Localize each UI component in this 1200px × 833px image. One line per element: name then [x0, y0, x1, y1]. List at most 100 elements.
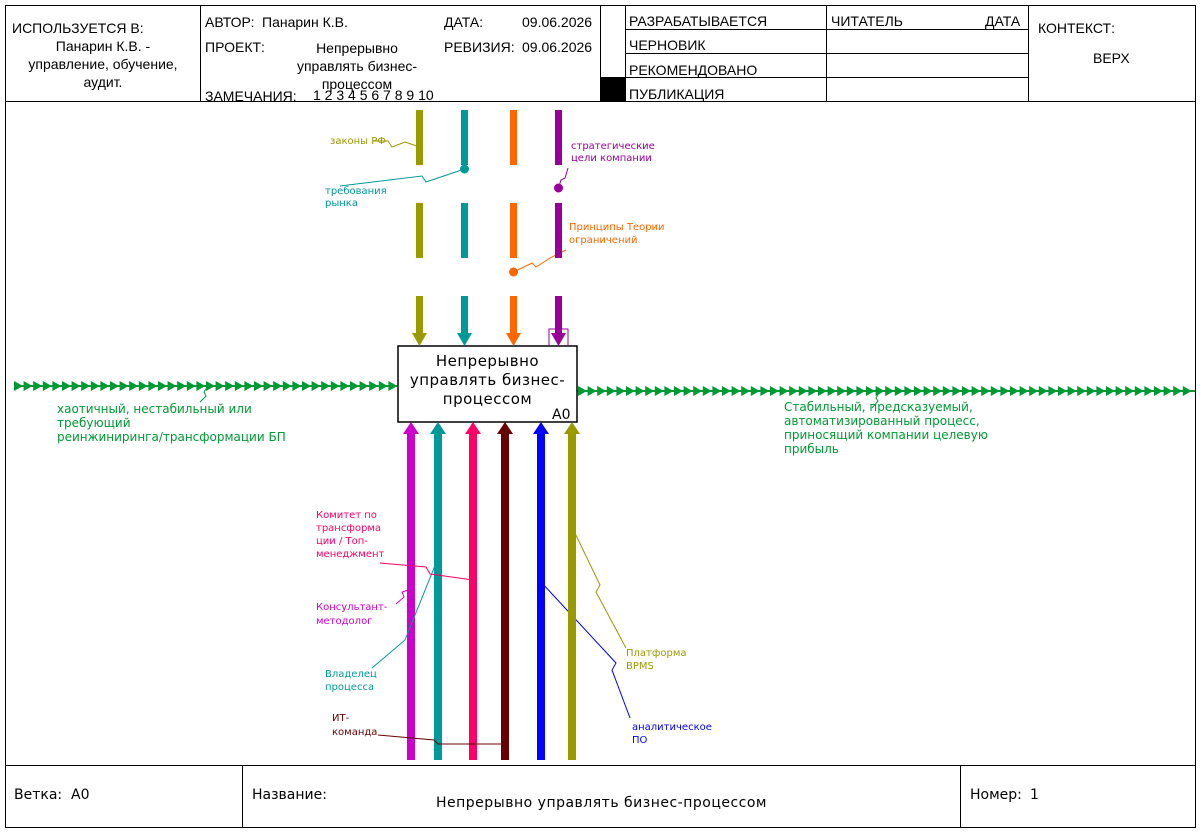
flow-chevron [273, 381, 283, 391]
flow-chevron [827, 386, 837, 396]
flow-chevron [225, 381, 235, 391]
flow-chevron [42, 381, 52, 391]
context-label: КОНТЕКСТ: [1038, 20, 1115, 36]
control-label-toc: ограничений [569, 235, 637, 246]
mechanism-arrow-bpms [564, 422, 627, 760]
flow-chevron [1154, 386, 1163, 396]
flow-chevron [971, 386, 981, 396]
flow-chevron [952, 386, 962, 396]
flow-chevron [731, 386, 741, 396]
flow-chevron [1067, 386, 1077, 396]
mechanism-arrow-owner [371, 422, 446, 760]
used-in-line: аудит. [83, 74, 123, 90]
context-value: ВЕРХ [1093, 50, 1130, 66]
activity-title-line: процессом [443, 390, 532, 408]
output-label: приносящий компании целевую [784, 428, 988, 442]
flow-chevron [244, 381, 254, 391]
flow-chevron [856, 386, 866, 396]
mech-label-committee: ции / Топ- [316, 536, 368, 547]
footer-number-value: 1 [1030, 787, 1039, 803]
activity-box[interactable] [397, 345, 578, 423]
flow-chevron [138, 381, 148, 391]
notes-numbers: 1 2 3 4 5 6 7 8 9 10 [313, 87, 434, 103]
publication-mark [600, 77, 625, 101]
flow-chevron [1038, 386, 1048, 396]
flow-chevron [962, 386, 971, 396]
footer-title-value: Непрерывно управлять бизнес-процессом [436, 795, 767, 811]
flow-chevron [1000, 386, 1010, 396]
status-draft: ЧЕРНОВИК [629, 37, 706, 53]
mechanism-arrow-analytics [533, 422, 631, 760]
flow-chevron [282, 381, 292, 391]
flow-chevron [263, 381, 273, 391]
flow-chevron [770, 386, 779, 396]
flow-chevron [837, 386, 847, 396]
flow-chevron [645, 386, 655, 396]
flow-chevron [129, 381, 139, 391]
flow-chevron [683, 386, 693, 396]
flow-chevron [942, 386, 952, 396]
output-label: автоматизированный процесс, [784, 414, 980, 428]
flow-chevron [981, 386, 991, 396]
flow-chevron [635, 386, 645, 396]
project-label: ПРОЕКТ: [205, 39, 265, 55]
output-label: Стабильный, предсказуемый, [784, 400, 973, 414]
flow-chevron [722, 386, 731, 396]
input-label: реинжиниринга/трансформации БП [57, 430, 286, 444]
flow-chevron [616, 386, 626, 396]
flow-chevron [52, 381, 62, 391]
flow-chevron [158, 381, 167, 391]
input-label: требующий [57, 416, 131, 430]
date-label: ДАТА: [444, 14, 484, 30]
flow-chevron [693, 386, 703, 396]
flow-chevron [62, 381, 71, 391]
output-arrow [577, 386, 1195, 396]
flow-chevron [933, 386, 943, 396]
control-arrow-strategy [548, 110, 569, 346]
flow-chevron [789, 386, 799, 396]
flow-chevron [378, 381, 388, 391]
flow-chevron [712, 386, 722, 396]
control-label-toc: Принципы Теории [569, 222, 665, 233]
flow-chevron [81, 381, 91, 391]
flow-chevron [330, 381, 340, 391]
flow-chevron [654, 386, 664, 396]
flow-chevron [866, 386, 875, 396]
footer-node-value: A0 [71, 787, 90, 803]
flow-chevron [23, 381, 33, 391]
activity-title-line: Непрерывно [436, 352, 539, 370]
flow-chevron [606, 386, 616, 396]
mech-label-it: ИТ- [332, 713, 350, 724]
flow-chevron [292, 381, 302, 391]
control-arrow-market [339, 110, 472, 346]
flow-chevron [894, 386, 904, 396]
flow-chevron [359, 381, 369, 391]
flow-chevron [71, 381, 81, 391]
flow-chevron [702, 386, 712, 396]
flow-chevron [1163, 386, 1173, 396]
flow-chevron [779, 386, 789, 396]
flow-chevron [167, 381, 177, 391]
mech-label-consultant: методолог [316, 616, 372, 627]
reader-date-label: ДАТА [985, 13, 1021, 29]
flow-chevron [321, 381, 331, 391]
control-arrow-laws [373, 110, 427, 346]
mech-label-consultant: Консультант- [316, 602, 388, 613]
flow-chevron [578, 386, 587, 396]
input-label-leader [199, 385, 209, 403]
notes-label: ЗАМЕЧАНИЯ: [205, 88, 297, 104]
input-arrow [14, 381, 398, 391]
flow-chevron [206, 381, 215, 391]
mechanism-arrow-committee [379, 422, 481, 760]
mech-label-it: команда [332, 727, 377, 738]
control-label-laws: законы РФ [330, 136, 386, 147]
project-line: управлять бизнес- [296, 58, 418, 74]
control-label-market: требования [325, 186, 387, 197]
control-label-strategy: цели компании [571, 153, 652, 164]
control-label-market: рынка [325, 198, 358, 209]
flow-chevron [923, 386, 933, 396]
flow-chevron [119, 381, 129, 391]
flow-chevron [1182, 386, 1192, 396]
flow-chevron [1077, 386, 1087, 396]
